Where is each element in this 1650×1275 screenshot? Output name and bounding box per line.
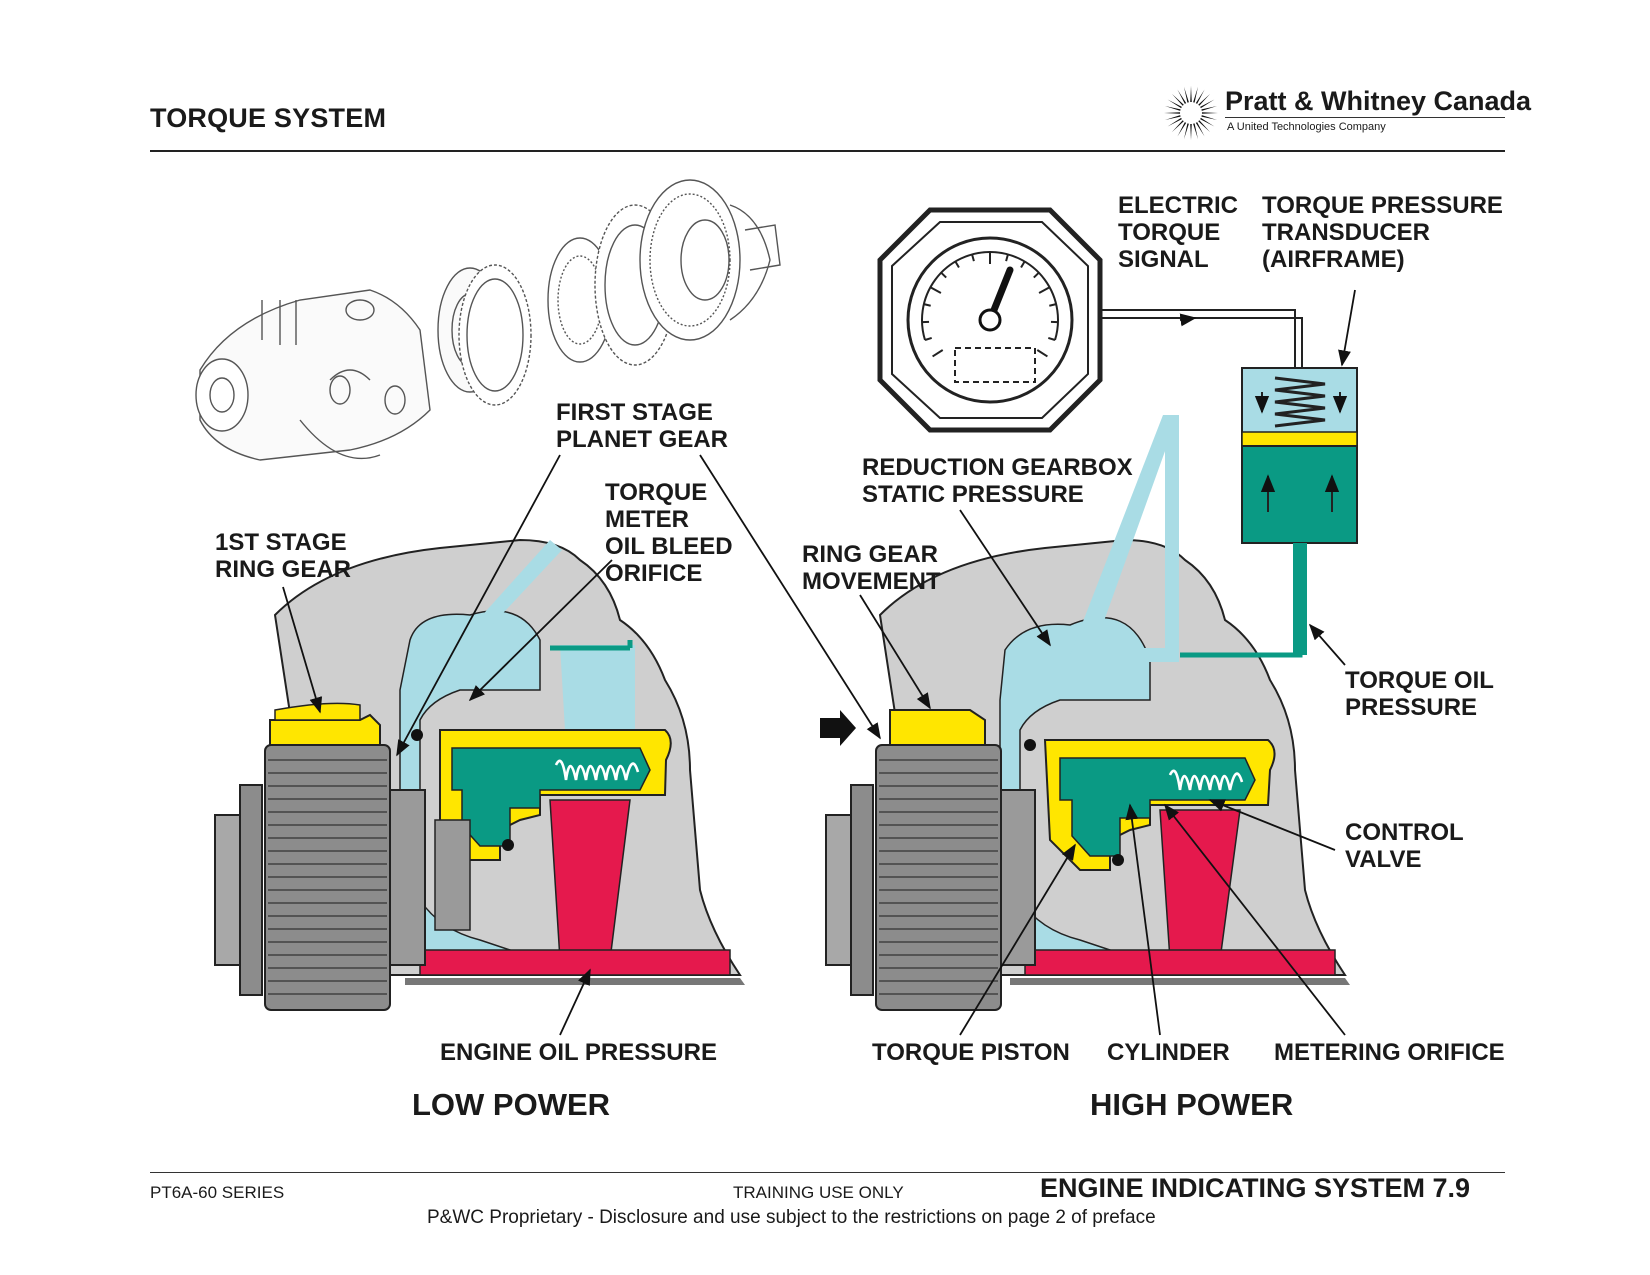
movement-arrow-icon xyxy=(820,710,856,746)
pwc-logo-icon xyxy=(1164,86,1218,140)
footer-divider xyxy=(150,1172,1505,1173)
label-torque-meter-oil-bleed-orifice: TORQUE METER OIL BLEED ORIFICE xyxy=(605,479,739,587)
logo-divider xyxy=(1225,117,1505,118)
footer-training: TRAINING USE ONLY xyxy=(733,1183,904,1202)
label-torque-oil-pressure: TORQUE OIL PRESSURE xyxy=(1345,667,1500,721)
company-name: Pratt & Whitney Canada xyxy=(1225,86,1532,116)
torque-indicator-gauge xyxy=(877,207,1103,433)
label-ring-gear-movement: RING GEAR MOVEMENT xyxy=(802,541,945,595)
label-engine-oil-pressure: ENGINE OIL PRESSURE xyxy=(440,1039,717,1066)
label-first-stage-planet-gear: FIRST STAGE PLANET GEAR xyxy=(556,399,728,453)
footer-series: PT6A-60 SERIES xyxy=(150,1183,285,1202)
company-subtitle: A United Technologies Company xyxy=(1227,121,1386,133)
torque-pressure-transducer xyxy=(1241,367,1358,544)
exploded-gearbox-illustration xyxy=(195,179,781,461)
label-1st-stage-ring-gear: 1ST STAGE RING GEAR xyxy=(215,529,353,583)
label-cylinder: CYLINDER xyxy=(1107,1039,1230,1066)
footer-proprietary: P&WC Proprietary - Disclosure and use su… xyxy=(427,1207,1156,1228)
page-title: TORQUE SYSTEM xyxy=(150,103,387,133)
label-reduction-gearbox-static-pressure: REDUCTION GEARBOX STATIC PRESSURE xyxy=(862,454,1139,508)
caption-low-power: LOW POWER xyxy=(412,1087,610,1122)
caption-high-power: HIGH POWER xyxy=(1090,1087,1293,1122)
header-divider xyxy=(150,150,1505,152)
low-power-cutaway xyxy=(214,538,745,1011)
label-metering-orifice: METERING ORIFICE xyxy=(1274,1039,1505,1066)
high-power-cutaway xyxy=(820,415,1350,1011)
footer-section: ENGINE INDICATING SYSTEM 7.9 xyxy=(1040,1173,1471,1203)
label-electric-torque-signal: ELECTRIC TORQUE SIGNAL xyxy=(1118,192,1245,273)
label-torque-piston: TORQUE PISTON xyxy=(872,1039,1070,1066)
label-torque-pressure-transducer: TORQUE PRESSURE TRANSDUCER (AIRFRAME) xyxy=(1262,192,1510,273)
label-control-valve: CONTROL VALVE xyxy=(1345,819,1470,873)
